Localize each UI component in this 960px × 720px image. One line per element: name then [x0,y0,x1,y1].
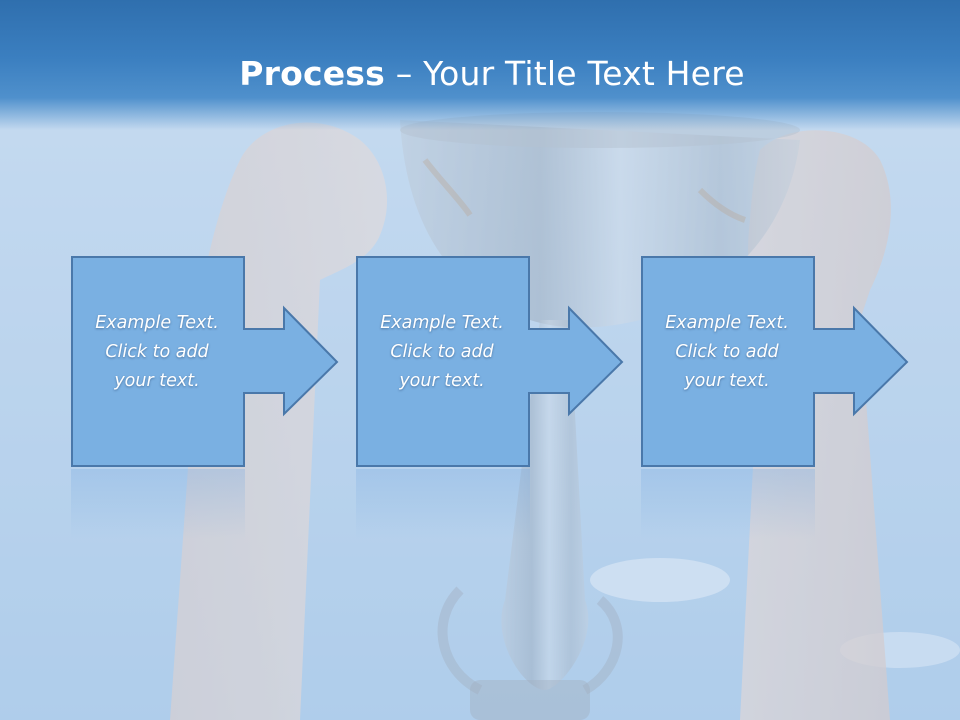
step-reflection [356,469,530,539]
title-separator: – [385,54,424,93]
arrow-box-shape [356,256,624,467]
step-text-line: Example Text. [665,313,789,333]
step-text[interactable]: Example Text. Click to add your text. [71,309,243,396]
process-step-1[interactable]: Example Text. Click to add your text. [71,256,341,468]
process-step-3[interactable]: Example Text. Click to add your text. [641,256,911,468]
step-reflection [71,469,245,539]
slide-title[interactable]: Process – Your Title Text Here [0,52,960,96]
header-band [0,0,960,130]
title-rest: Your Title Text Here [423,54,745,93]
step-text-line: your text. [684,371,770,391]
arrow-box-shape [71,256,339,467]
step-text-line: Click to add [675,342,779,362]
step-text-line: Example Text. [380,313,504,333]
step-text-line: your text. [114,371,200,391]
step-text-line: Click to add [105,342,209,362]
step-reflection [641,469,815,539]
step-text[interactable]: Example Text. Click to add your text. [641,309,813,396]
process-step-2[interactable]: Example Text. Click to add your text. [356,256,626,468]
step-text[interactable]: Example Text. Click to add your text. [356,309,528,396]
arrow-box-shape [641,256,909,467]
step-text-line: Example Text. [95,313,219,333]
step-text-line: your text. [399,371,485,391]
step-text-line: Click to add [390,342,494,362]
title-bold: Process [239,54,385,93]
